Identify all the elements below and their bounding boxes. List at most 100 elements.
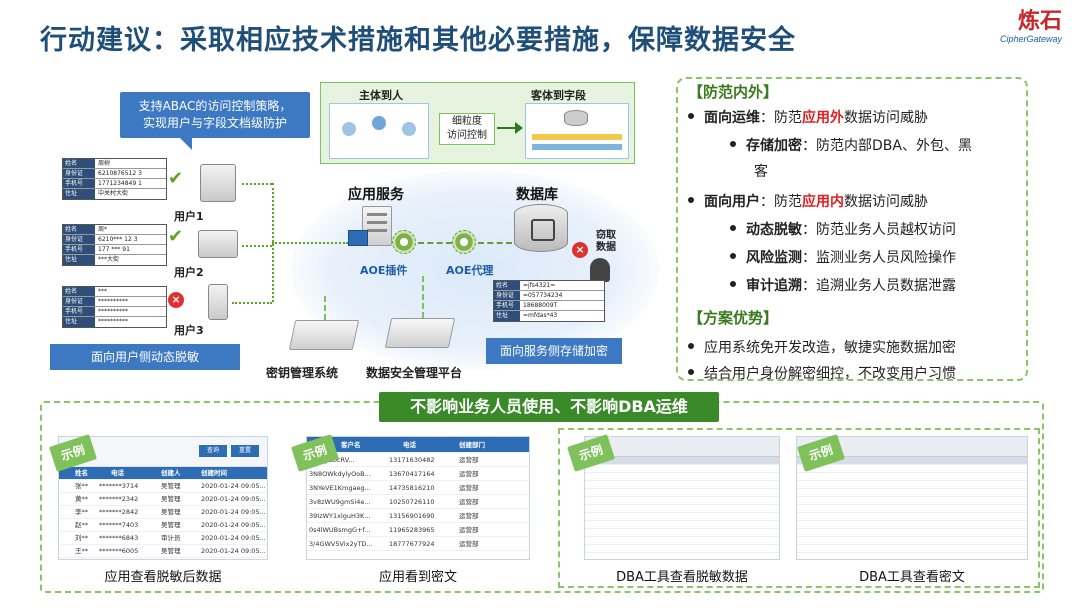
connector-line bbox=[272, 242, 348, 244]
bullet-users: 面向用户：防范应用内数据访问威胁 bbox=[688, 191, 928, 213]
kms-appliance-icon bbox=[288, 320, 360, 350]
table-row bbox=[797, 505, 1027, 513]
platform-appliance-icon bbox=[384, 318, 456, 348]
desktop-icon bbox=[200, 164, 236, 202]
query-button[interactable]: 查询 bbox=[199, 445, 227, 457]
table-row bbox=[585, 529, 779, 537]
caption-1: 应用查看脱敏后数据 bbox=[104, 570, 222, 585]
field-bar bbox=[532, 134, 622, 140]
access-control-panel: 主体到人 客体到字段 细粒度 访问控制 bbox=[320, 82, 635, 164]
user-name-2: 用户2 bbox=[174, 266, 204, 279]
table-row bbox=[585, 505, 779, 513]
deny-icon: × bbox=[168, 292, 184, 308]
connector-line bbox=[242, 245, 272, 247]
subject-panel bbox=[329, 103, 429, 159]
logo: 炼石 CipherGateway bbox=[1000, 8, 1062, 44]
connector-line bbox=[242, 183, 272, 185]
table-row bbox=[585, 497, 779, 505]
bullet-storage-cont: 客 bbox=[754, 164, 768, 180]
table-row bbox=[797, 545, 1027, 553]
bullet-risk-monitor: 风险监测：监测业务人员风险操作 bbox=[730, 247, 956, 269]
person-icon bbox=[342, 122, 356, 136]
person-icon bbox=[402, 122, 416, 136]
examples-banner: 不影响业务人员使用、不影响DBA运维 bbox=[379, 392, 719, 422]
bullet-storage-encryption: 存储加密：防范内部DBA、外包、黑 bbox=[730, 135, 972, 157]
table-row bbox=[585, 513, 779, 521]
table-row bbox=[585, 481, 779, 489]
reset-button[interactable]: 重置 bbox=[231, 445, 259, 457]
app-service-label: 应用服务 bbox=[348, 187, 404, 203]
table-header: 客户名电话创建部门 bbox=[307, 437, 529, 453]
field-bar bbox=[532, 144, 622, 150]
object-label: 客体到字段 bbox=[531, 89, 586, 102]
platform-label: 数据安全管理平台 bbox=[366, 366, 463, 380]
logo-cn: 炼石 bbox=[1017, 8, 1062, 34]
connector-line bbox=[418, 242, 452, 244]
table-row bbox=[797, 457, 1027, 465]
laptop-icon bbox=[198, 230, 238, 258]
arrow-head-icon bbox=[515, 122, 523, 134]
aoe-plugin-label: AOE插件 bbox=[360, 264, 408, 277]
person-icon bbox=[372, 116, 386, 130]
advice-panel: 【防范内外】 面向运维：防范应用外数据访问威胁 存储加密：防范内部DBA、外包、… bbox=[676, 77, 1028, 382]
user-name-3: 用户3 bbox=[174, 324, 204, 337]
check-icon: ✔ bbox=[168, 226, 184, 247]
db-small-icon bbox=[564, 110, 588, 126]
bullet-dynamic-masking: 动态脱敏：防范业务人员越权访问 bbox=[730, 219, 956, 241]
connector-line bbox=[422, 276, 424, 318]
dba-examples-group bbox=[558, 428, 1040, 588]
table-header: 姓名电话创建人创建时间 bbox=[59, 467, 267, 480]
table-row: 马*********9668吴管理2020-01-24 09:05... bbox=[59, 558, 267, 559]
caption-2: 应用看到密文 bbox=[378, 570, 457, 585]
table-row bbox=[585, 457, 779, 465]
plugin-icon bbox=[348, 230, 368, 246]
advantage-1: 应用系统免开发改造，敏捷实施数据加密 bbox=[688, 337, 956, 359]
caption-4: DBA工具查看密文 bbox=[859, 570, 965, 585]
table-row bbox=[585, 545, 779, 553]
table-row bbox=[797, 473, 1027, 481]
arrow-icon bbox=[497, 127, 519, 129]
hacker-icon bbox=[590, 258, 610, 282]
abac-callout: 支持ABAC的访问控制策略， 实现用户与字段文档级防护 bbox=[120, 92, 310, 150]
gear-icon bbox=[392, 230, 416, 254]
table-row bbox=[797, 465, 1027, 473]
gear-icon bbox=[452, 230, 476, 254]
page-title: 行动建议：采取相应技术措施和其他必要措施，保障数据安全 bbox=[40, 25, 796, 56]
check-icon: ✔ bbox=[168, 168, 184, 189]
dba-masked-screenshot bbox=[584, 436, 780, 560]
aoe-proxy-label: AOE代理 bbox=[446, 264, 494, 277]
database-icon bbox=[514, 204, 568, 252]
dynamic-masking-label: 面向用户侧动态脱敏 bbox=[50, 344, 240, 370]
table-row bbox=[797, 537, 1027, 545]
table-row bbox=[797, 529, 1027, 537]
fine-grain-box: 细粒度 访问控制 bbox=[439, 113, 495, 145]
deny-icon: × bbox=[572, 242, 588, 258]
connector-line bbox=[324, 296, 326, 320]
bullet-ops: 面向运维：防范应用外数据访问威胁 bbox=[688, 107, 928, 129]
advantage-2: 结合用户身份解密细控，不改变用户习惯 bbox=[688, 363, 956, 385]
table-row bbox=[585, 521, 779, 529]
table-row bbox=[797, 513, 1027, 521]
user-table-3: 姓名*** 身份证********** 手机号********** 住址****… bbox=[62, 286, 167, 328]
table-row bbox=[585, 489, 779, 497]
steal-label: 窃取 数据 bbox=[596, 230, 616, 253]
object-panel bbox=[525, 103, 629, 159]
table-row bbox=[585, 465, 779, 473]
table-row bbox=[585, 473, 779, 481]
table-row bbox=[797, 497, 1027, 505]
connector-line bbox=[232, 302, 272, 304]
